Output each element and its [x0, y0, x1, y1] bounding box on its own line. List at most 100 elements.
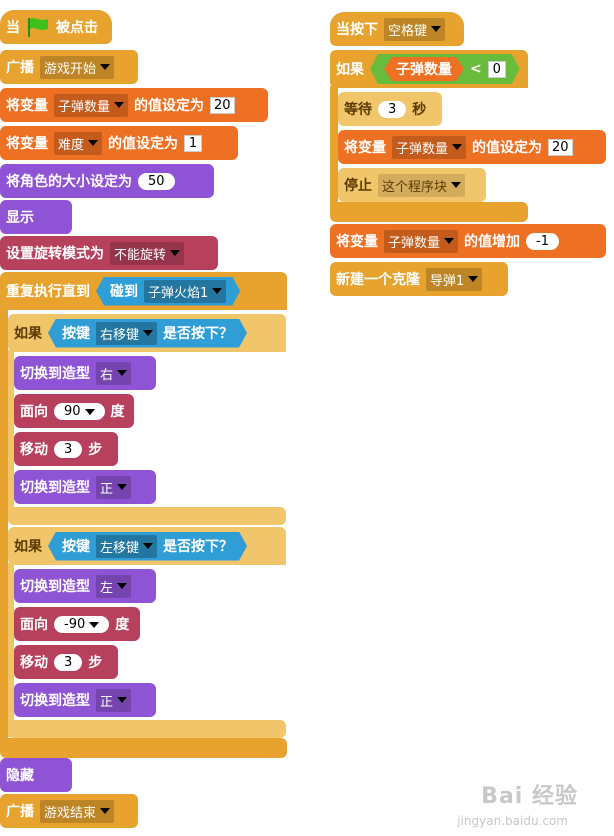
clone-target-dropdown[interactable]: 导弹1	[426, 267, 483, 291]
value-input[interactable]: -1	[526, 232, 559, 250]
if-arm	[8, 563, 14, 737]
block-text: 移动	[20, 655, 48, 671]
costume-dropdown[interactable]: 正	[96, 475, 132, 499]
if-block[interactable]: 如果 按键 左移键 是否按下？	[8, 527, 286, 565]
block-text: 面向	[20, 617, 48, 633]
set-rotation-style-block[interactable]: 设置旋转模式为 不能旋转	[0, 236, 218, 270]
block-text: 切换到造型	[20, 480, 90, 496]
repeat-until-block[interactable]: 重复执行直到 碰到 子弹火焰1	[0, 272, 287, 310]
block-text: 秒	[412, 102, 427, 118]
block-text: 重复执行直到	[6, 284, 90, 300]
variable-dropdown[interactable]: 子弹数量	[392, 135, 467, 159]
block-text: 将变量	[6, 98, 48, 114]
if-arm	[8, 350, 14, 522]
change-variable-block[interactable]: 将变量 子弹数量 的值增加 -1	[330, 224, 606, 258]
point-direction-block[interactable]: 面向 -90 度	[14, 607, 140, 641]
block-text: 隐藏	[6, 768, 34, 784]
switch-costume-block[interactable]: 切换到造型 右	[14, 356, 156, 390]
size-input[interactable]: 50	[138, 172, 175, 190]
if-bottom	[8, 507, 286, 525]
variable-dropdown[interactable]: 子弹数量	[54, 93, 129, 117]
costume-dropdown[interactable]: 正	[96, 688, 132, 712]
if-bottom	[8, 720, 286, 738]
point-direction-block[interactable]: 面向 90 度	[14, 394, 134, 428]
switch-costume-block[interactable]: 切换到造型 正	[14, 683, 156, 717]
value-input[interactable]: 0	[488, 61, 506, 78]
block-text: 的值设定为	[108, 136, 179, 152]
direction-input[interactable]: 90	[54, 402, 105, 420]
block-text: 广播	[6, 60, 34, 76]
watermark-url: jingyan.baidu.com	[457, 814, 568, 828]
operator-text: <	[470, 61, 482, 77]
block-text: 新建一个克隆	[336, 272, 420, 288]
create-clone-block[interactable]: 新建一个克隆 导弹1	[330, 262, 508, 296]
key-pressed-condition[interactable]: 按键 右移键 是否按下？	[48, 319, 247, 348]
set-variable-block[interactable]: 将变量 子弹数量 的值设定为 20	[338, 130, 606, 164]
hide-block[interactable]: 隐藏	[0, 758, 72, 792]
key-dropdown[interactable]: 空格键	[384, 17, 446, 41]
block-text: 如果	[14, 326, 42, 342]
block-text: 移动	[20, 442, 48, 458]
show-block[interactable]: 显示	[0, 200, 72, 234]
block-text: 的值增加	[464, 234, 521, 250]
block-text: 当按下	[336, 22, 378, 38]
when-key-pressed-block[interactable]: 当按下 空格键	[330, 12, 464, 46]
direction-input[interactable]: -90	[54, 615, 110, 633]
block-text: 如果	[14, 539, 42, 555]
condition-text: 碰到	[110, 284, 138, 300]
variable-dropdown[interactable]: 难度	[54, 131, 103, 155]
key-dropdown[interactable]: 右移键	[96, 322, 157, 345]
sprite-dropdown[interactable]: 子弹火焰1	[144, 280, 226, 303]
value-input[interactable]: 20	[210, 96, 235, 114]
block-text: 将变量	[344, 140, 386, 156]
rotation-dropdown[interactable]: 不能旋转	[110, 241, 185, 265]
move-steps-block[interactable]: 移动 3 步	[14, 645, 118, 679]
seconds-input[interactable]: 3	[378, 100, 407, 118]
if-bottom	[330, 202, 528, 222]
variable-dropdown[interactable]: 子弹数量	[384, 229, 459, 253]
set-variable-block[interactable]: 将变量 子弹数量 的值设定为 20	[0, 88, 268, 122]
wait-block[interactable]: 等待 3 秒	[338, 92, 442, 126]
condition-text: 按键	[62, 326, 90, 342]
repeat-arm	[0, 306, 8, 744]
block-text: 切换到造型	[20, 693, 90, 709]
stop-dropdown[interactable]: 这个程序块	[378, 173, 466, 197]
if-block[interactable]: 如果 子弹数量 < 0	[330, 50, 528, 88]
message-dropdown[interactable]: 游戏结束	[40, 799, 115, 823]
block-text: 度	[110, 404, 125, 420]
broadcast-block[interactable]: 广播 游戏开始	[0, 50, 138, 84]
block-text: 将变量	[336, 234, 378, 250]
block-text: 设置旋转模式为	[6, 246, 104, 262]
if-arm	[330, 86, 338, 216]
message-dropdown[interactable]: 游戏开始	[40, 55, 115, 79]
block-text: 如果	[336, 62, 364, 78]
block-text: 面向	[20, 404, 48, 420]
stop-block[interactable]: 停止 这个程序块	[338, 168, 486, 202]
block-text: 切换到造型	[20, 579, 90, 595]
less-than-condition[interactable]: 子弹数量 < 0	[370, 54, 520, 84]
broadcast-block[interactable]: 广播 游戏结束	[0, 794, 138, 828]
value-input[interactable]: 1	[184, 134, 203, 152]
key-pressed-condition[interactable]: 按键 左移键 是否按下？	[48, 532, 247, 561]
block-text: 的值设定为	[472, 140, 543, 156]
move-steps-block[interactable]: 移动 3 步	[14, 432, 118, 466]
steps-input[interactable]: 3	[54, 653, 83, 671]
block-text: 当	[6, 20, 20, 36]
key-dropdown[interactable]: 左移键	[96, 535, 157, 558]
green-flag-icon	[28, 18, 48, 37]
set-variable-block[interactable]: 将变量 难度 的值设定为 1	[0, 126, 238, 160]
if-block[interactable]: 如果 按键 右移键 是否按下？	[8, 314, 286, 352]
when-flag-clicked-block[interactable]: 当 被点击	[0, 10, 112, 44]
block-text: 的值设定为	[134, 98, 205, 114]
block-text: 步	[88, 655, 103, 671]
set-size-block[interactable]: 将角色的大小设定为 50	[0, 164, 214, 198]
variable-reporter: 子弹数量	[384, 57, 464, 81]
steps-input[interactable]: 3	[54, 440, 83, 458]
switch-costume-block[interactable]: 切换到造型 左	[14, 569, 156, 603]
touching-condition[interactable]: 碰到 子弹火焰1	[96, 277, 240, 306]
costume-dropdown[interactable]: 左	[96, 574, 132, 598]
costume-dropdown[interactable]: 右	[96, 361, 132, 385]
value-input[interactable]: 20	[548, 138, 573, 156]
switch-costume-block[interactable]: 切换到造型 正	[14, 470, 156, 504]
condition-text: 按键	[62, 539, 90, 555]
